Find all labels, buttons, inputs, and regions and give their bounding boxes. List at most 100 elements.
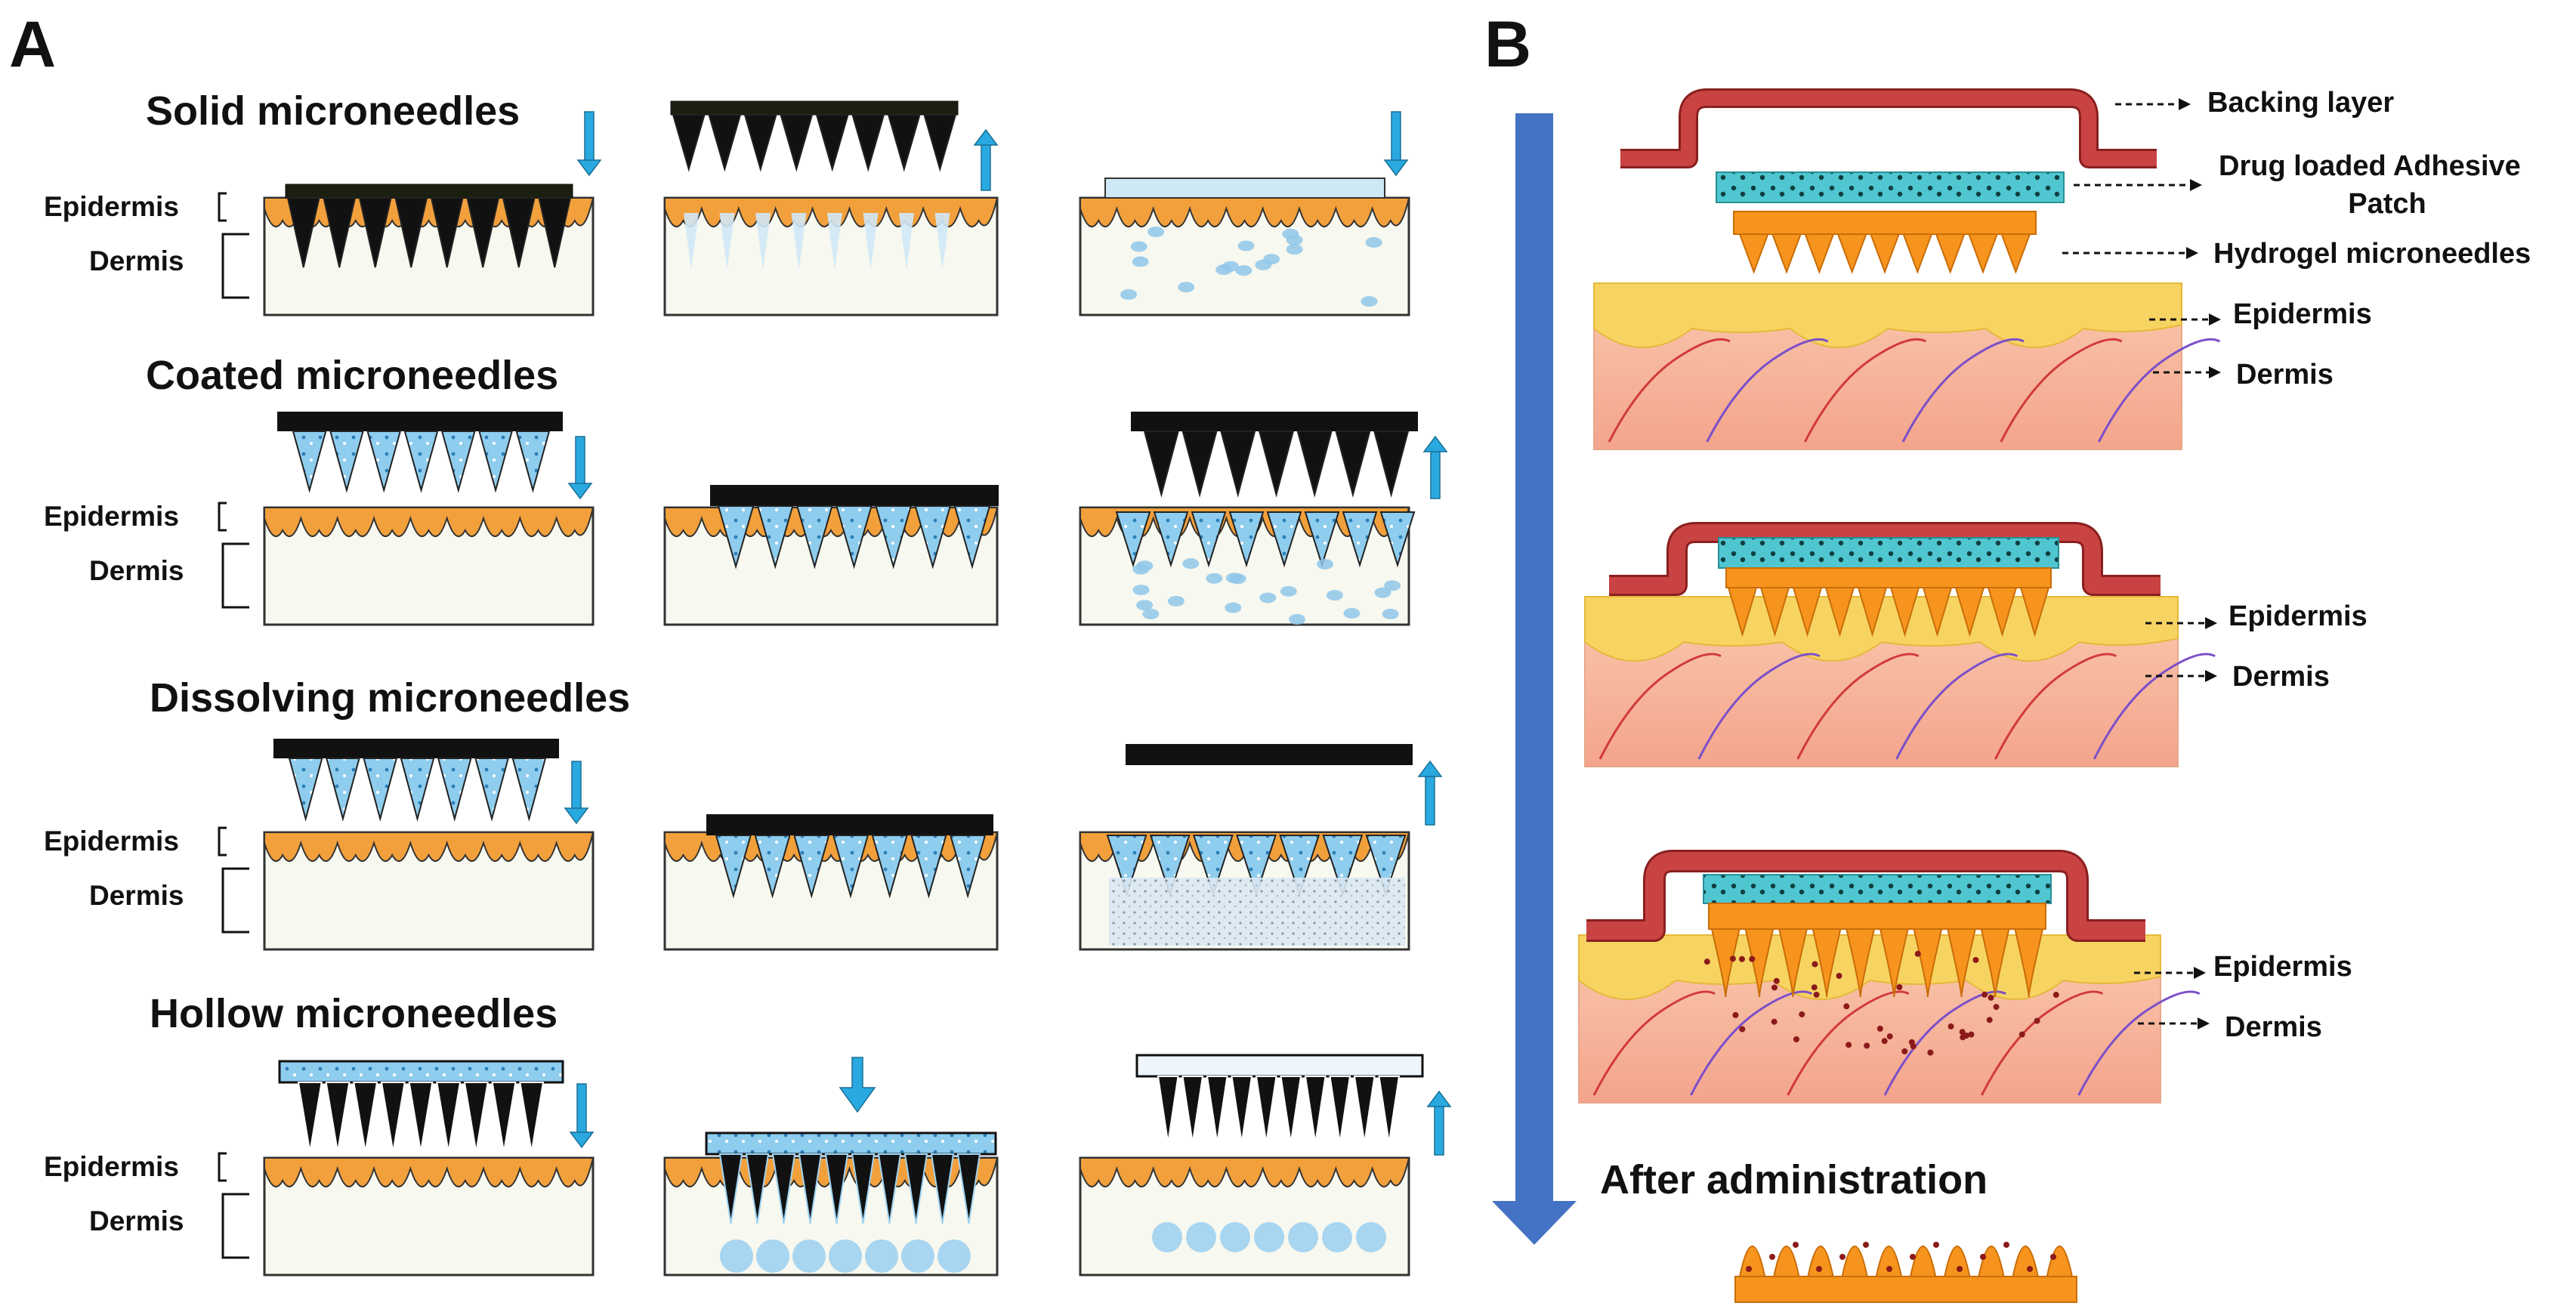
epidermis-label: Epidermis: [44, 1151, 179, 1182]
needle: [380, 1082, 406, 1153]
needle: [1231, 1076, 1253, 1144]
drug-particle: [2052, 992, 2059, 999]
drug-reservoir: [278, 1060, 564, 1084]
needle: [1987, 587, 2018, 637]
micropore: [863, 213, 879, 270]
needle: [745, 1153, 770, 1224]
needle: [824, 1153, 849, 1224]
needle-backing: [277, 412, 563, 431]
blood-vessel: [2000, 338, 2123, 443]
needle: [519, 1082, 545, 1153]
drug-particle: [2003, 1242, 2009, 1248]
blood-vessel: [2093, 653, 2216, 760]
arrowhead-icon: [2209, 313, 2221, 326]
needle: [771, 1153, 796, 1224]
blood-vessel: [1994, 653, 2117, 760]
backing-layer: [1609, 524, 2161, 594]
drug-particle: [1863, 1242, 1869, 1248]
needle: [1759, 587, 1790, 637]
needle: [366, 431, 402, 493]
drug-droplet: [1255, 259, 1272, 270]
needle: [286, 197, 320, 268]
needle: [403, 431, 439, 493]
drug-particle: [1972, 956, 1979, 963]
needle: [798, 1153, 823, 1224]
needle: [1824, 587, 1855, 637]
needle: [1922, 587, 1953, 637]
swollen-needle: [1909, 1246, 1937, 1277]
needle: [1236, 835, 1277, 897]
needle-backing: [273, 739, 559, 758]
needle: [466, 197, 500, 268]
drug-depot: [1254, 1222, 1284, 1252]
needle: [717, 505, 755, 570]
drug-particle: [1738, 955, 1745, 962]
row-title-coated: Coated microneedles: [146, 353, 558, 398]
drug-droplet: [1280, 585, 1297, 597]
needle: [329, 431, 364, 493]
drug-particle: [1739, 1026, 1746, 1033]
needle: [1379, 511, 1416, 568]
swollen-needle: [1710, 928, 1740, 998]
drug-droplet: [1326, 590, 1343, 601]
epidermis-label: Epidermis: [44, 826, 179, 857]
needle: [358, 197, 392, 268]
needle: [903, 1153, 928, 1224]
needle: [292, 431, 327, 493]
arrow-up-icon: [973, 128, 999, 191]
blood-vessel: [1689, 990, 1813, 1096]
step3-dermis-label: Dermis: [2225, 1011, 2322, 1043]
drug-droplet: [1289, 613, 1306, 625]
needle: [718, 1153, 743, 1224]
drug-droplet: [1120, 289, 1138, 300]
drug-particle: [1957, 1266, 1963, 1272]
dermis-label: Dermis: [89, 245, 184, 276]
swollen-needle: [1879, 928, 1909, 998]
drug-particle: [1876, 1025, 1883, 1032]
needle: [836, 505, 873, 570]
needle: [1279, 835, 1320, 897]
drug-droplet: [1286, 244, 1303, 255]
needle-backing: [285, 184, 573, 199]
needle: [910, 835, 947, 899]
swollen-needle: [1946, 928, 1977, 998]
needle: [1902, 233, 1933, 274]
epidermis-layer: [1080, 197, 1410, 228]
drug-droplet: [1142, 608, 1160, 619]
epidermis-bracket: [218, 192, 227, 222]
needle: [1181, 1076, 1204, 1144]
drug-particle: [1836, 972, 1842, 979]
micropore: [934, 213, 950, 270]
epidermis-layer: [1080, 1157, 1410, 1188]
needle: [1157, 1076, 1179, 1144]
row-title-hollow: Hollow microneedles: [150, 991, 558, 1036]
swollen-needle: [1841, 1246, 1869, 1277]
needle: [400, 758, 435, 822]
after-administration-label: After administration: [1600, 1157, 1988, 1202]
arrow-down-icon: [567, 436, 593, 500]
needle: [1869, 233, 1901, 274]
needle: [1353, 1076, 1376, 1144]
needle: [949, 835, 987, 899]
needle: [851, 1153, 876, 1224]
swollen-needle: [2012, 1246, 2040, 1277]
needle: [780, 114, 814, 172]
drug-particle: [1980, 1254, 1986, 1260]
needle: [1192, 835, 1234, 897]
swollen-needle: [1738, 1246, 1766, 1277]
solid-stage-3: [1079, 111, 1410, 316]
drug-depot: [1220, 1222, 1250, 1252]
drug-particle: [1993, 1004, 2000, 1011]
arrowhead-icon: [2205, 670, 2217, 682]
step2-epidermis-label: Epidermis: [2229, 600, 2368, 632]
drug-droplet: [1182, 558, 1200, 570]
micropore: [719, 213, 735, 270]
arrow-down-icon: [1383, 111, 1409, 177]
drug-particle: [1771, 984, 1778, 991]
swollen-needle: [1807, 1246, 1834, 1277]
coated-stage-1: [263, 412, 595, 626]
micropore: [755, 213, 771, 270]
